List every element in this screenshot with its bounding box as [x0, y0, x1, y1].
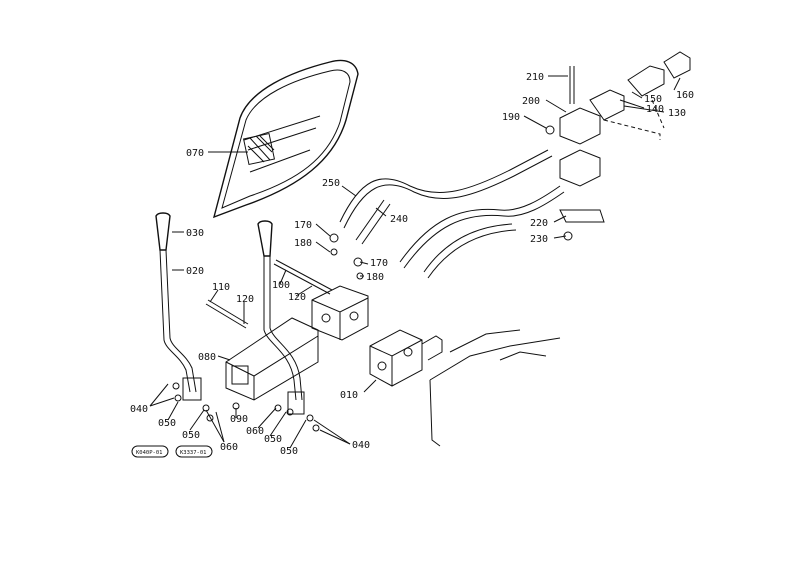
callout-050-c: 050: [264, 434, 282, 445]
callout-120-left: 120: [236, 294, 254, 305]
callout-220: 220: [530, 218, 548, 229]
callout-110: 110: [212, 282, 230, 293]
valve-upper: [311, 285, 369, 341]
reference-tag-1: K040P-01: [136, 450, 163, 456]
fasteners: [172, 125, 555, 432]
control-valve-010: [369, 329, 443, 387]
reference-tag-2: K3337-01: [180, 450, 207, 456]
callout-120-right: 120: [288, 292, 306, 303]
callout-200: 200: [522, 96, 540, 107]
bracket-080: [225, 317, 319, 401]
tag-capsule-2: [175, 445, 213, 458]
callout-090: 090: [230, 414, 248, 425]
callout-180-right: 180: [366, 272, 384, 283]
callout-170-right: 170: [370, 258, 388, 269]
callout-140: 140: [646, 104, 664, 115]
fender-cover: [212, 59, 359, 219]
hoses: [339, 149, 565, 279]
tractor-body-outline: [429, 329, 561, 447]
callout-160: 160: [676, 90, 694, 101]
callout-050-b: 050: [182, 430, 200, 441]
callout-060-left: 060: [220, 442, 238, 453]
reference-tags: K040P-01 K3337-01: [131, 445, 213, 458]
callout-170-left: 170: [294, 220, 312, 231]
lever-left: [155, 212, 202, 401]
callout-210: 210: [526, 72, 544, 83]
callout-070: 070: [186, 148, 204, 159]
callout-030: 030: [186, 228, 204, 239]
callout-150: 150: [644, 94, 662, 105]
leader-lines: [149, 75, 681, 449]
upper-control-assembly: [559, 51, 691, 241]
callout-050-d: 050: [280, 446, 298, 457]
callout-250: 250: [322, 178, 340, 189]
tag-capsule-1: [131, 445, 169, 458]
callout-230: 230: [530, 234, 548, 245]
callout-010: 010: [340, 390, 358, 401]
callout-labels: 070 030 020 110 120 100 120 080 010 040 …: [130, 72, 694, 457]
callout-050-a: 050: [158, 418, 176, 429]
callout-040-right: 040: [352, 440, 370, 451]
callout-180-left: 180: [294, 238, 312, 249]
callout-240: 240: [390, 214, 408, 225]
callout-100: 100: [272, 280, 290, 291]
rods: [205, 259, 333, 329]
callout-040-left: 040: [130, 404, 148, 415]
lever-center: [257, 220, 305, 415]
callout-190: 190: [502, 112, 520, 123]
callout-020: 020: [186, 266, 204, 277]
callout-060-right: 060: [246, 426, 264, 437]
callout-080: 080: [198, 352, 216, 363]
callout-130: 130: [668, 108, 686, 119]
